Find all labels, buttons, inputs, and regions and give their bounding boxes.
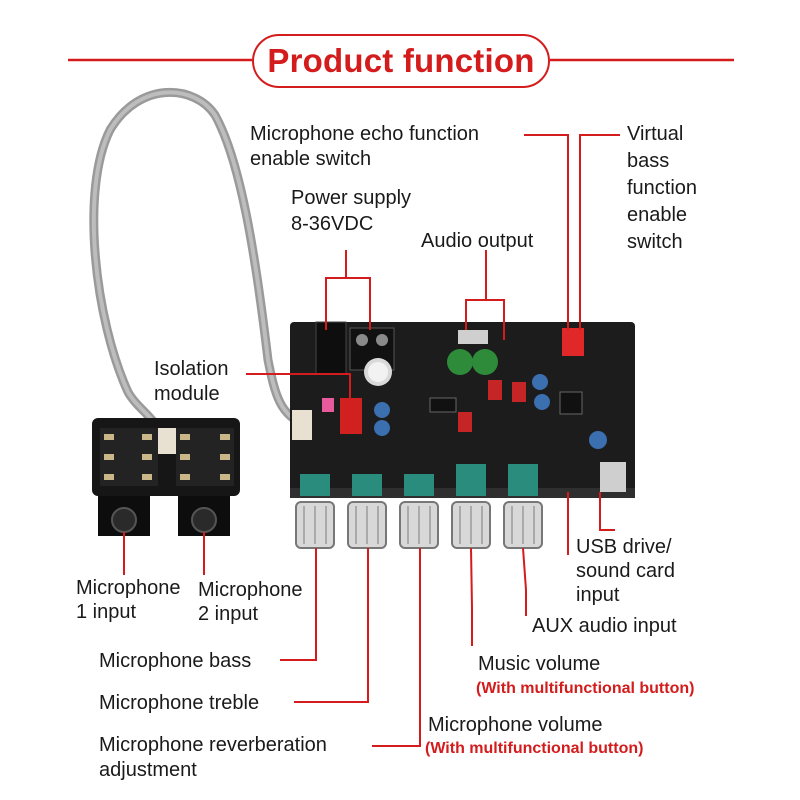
mic-volume-label: Microphone volume <box>428 714 603 736</box>
audio-output-label: Audio output <box>421 230 534 252</box>
mic-volume-note: (With multifunctional button) <box>425 740 644 757</box>
mic-bass-label: Microphone bass <box>99 650 252 672</box>
usb-label-3: input <box>576 584 620 606</box>
mic-reverb-label-1: Microphone reverberation <box>99 734 327 756</box>
mic-treble-label: Microphone treble <box>99 692 260 714</box>
callout-lines <box>123 134 620 747</box>
aux-label: AUX audio input <box>532 615 677 637</box>
page-title: Product function <box>267 42 535 79</box>
bass-switch-label-3: function <box>627 177 698 199</box>
bass-switch-label-2: bass <box>627 150 670 172</box>
power-label-1: Power supply <box>291 187 412 209</box>
usb-label-2: sound card <box>576 560 675 582</box>
potentiometer-knobs <box>295 464 543 549</box>
mic1-label-2: 1 input <box>76 601 137 623</box>
usb-label-1: USB drive/ <box>576 536 672 558</box>
mic2-label-2: 2 input <box>198 603 259 625</box>
music-volume-label: Music volume <box>478 653 601 675</box>
bass-switch-label-4: enable <box>627 204 688 226</box>
isolation-label-2: module <box>154 383 220 405</box>
bass-switch-label-5: switch <box>627 231 683 253</box>
mic2-label-1: Microphone <box>198 579 303 601</box>
echo-switch-label-1: Microphone echo function <box>250 123 480 145</box>
power-label-2: 8-36VDC <box>291 213 374 235</box>
mic1-label-1: Microphone <box>76 577 181 599</box>
title-badge: Product function <box>252 34 550 88</box>
music-volume-note: (With multifunctional button) <box>476 680 695 697</box>
bass-switch-label-1: Virtual <box>627 123 684 145</box>
echo-switch-label-2: enable switch <box>250 148 372 170</box>
mic-reverb-label-2: adjustment <box>99 759 197 781</box>
isolation-label-1: Isolation <box>154 358 229 380</box>
microphone-jack-module <box>92 418 240 536</box>
